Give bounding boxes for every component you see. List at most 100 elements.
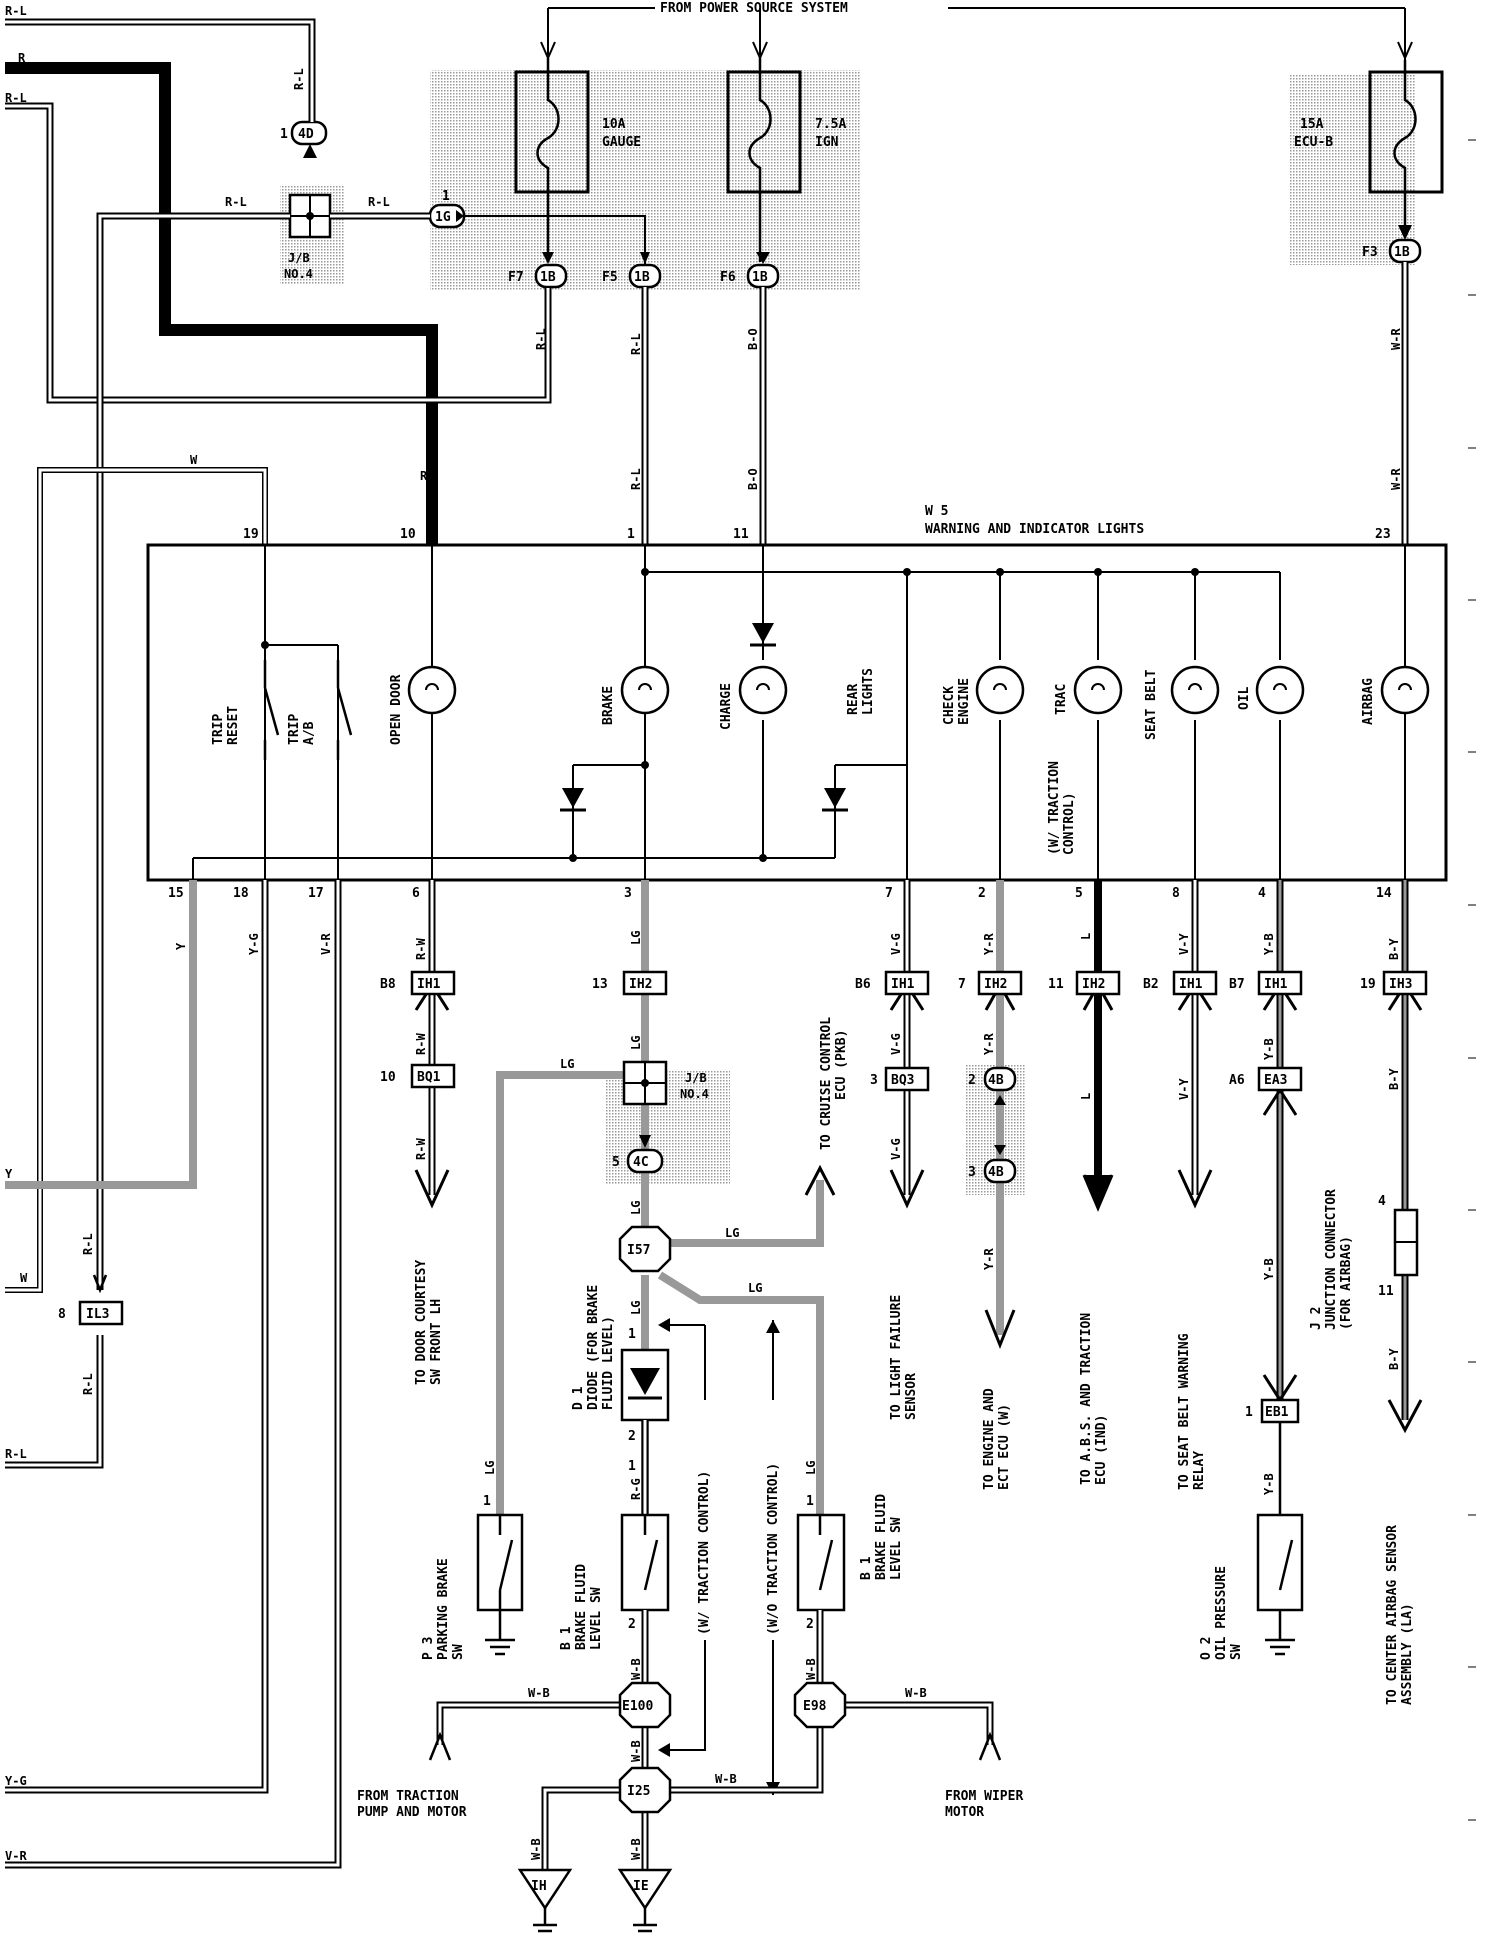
ih2-brake: IH2 xyxy=(629,977,652,992)
gnd-ie: IE xyxy=(633,1879,649,1894)
lamp-filaments xyxy=(425,683,1412,691)
pin-top-23: 23 xyxy=(1375,527,1391,542)
wire-yr-2: Y-R xyxy=(982,1033,996,1055)
fuse-gauge-rating: 10A xyxy=(602,117,626,132)
ih1-rear: IH1 xyxy=(891,977,915,992)
wire-wr-1: W-R xyxy=(1389,328,1403,350)
c1b-f7: 1B xyxy=(540,270,556,285)
wire-r-1: R xyxy=(18,51,26,65)
ih3: IH3 xyxy=(1389,977,1412,992)
label-open-door: OPEN DOOR xyxy=(389,674,404,745)
il3-label: IL3 xyxy=(86,1307,109,1322)
c4d: 4D xyxy=(298,127,314,142)
dest-light-2: SENSOR xyxy=(904,1373,919,1420)
pin-top-1: 1 xyxy=(627,527,635,542)
oil-label-1: O 2 xyxy=(1199,1637,1214,1660)
fuse-gauge: 10A GAUGE xyxy=(514,58,641,260)
wire-wr-2: W-R xyxy=(1389,468,1403,490)
w5-diodes xyxy=(560,623,848,812)
wire-lg-3: LG xyxy=(629,1201,643,1215)
pin-7: 7 xyxy=(958,977,966,992)
dest-abs-1: TO A.B.S. AND TRACTION xyxy=(1079,1313,1094,1485)
pin-top-10: 10 xyxy=(400,527,416,542)
wire-y-left: Y xyxy=(5,1167,13,1181)
wire-vr-1: V-R xyxy=(319,933,333,955)
dest-engine-1: TO ENGINE AND xyxy=(982,1388,997,1490)
wire-vy-2: V-Y xyxy=(1177,1078,1191,1100)
oil-label-3: SW xyxy=(1229,1644,1244,1660)
pin-b6: B6 xyxy=(855,977,871,992)
pb-label-3: SW xyxy=(451,1644,466,1660)
pin-eb1: 1 xyxy=(1245,1405,1253,1420)
wire-rl-2: R-L xyxy=(5,91,27,105)
wire-by-3: B-Y xyxy=(1387,1348,1401,1370)
bf1-label-1: B 1 xyxy=(559,1626,574,1650)
pin-b-3: 3 xyxy=(624,886,632,901)
wire-rl-il3: R-L xyxy=(81,1233,95,1255)
bf2-pin2: 2 xyxy=(806,1617,814,1632)
pb-pin: 1 xyxy=(483,1494,491,1509)
wire-wb-2: W-B xyxy=(905,1686,927,1700)
wire-l-2: L xyxy=(1079,1093,1093,1100)
jc-label-3: (FOR AIRBAG) xyxy=(1339,1236,1354,1330)
fuse-ign: 7.5A IGN xyxy=(726,58,846,262)
jb4-top: J/B NO.4 4D 1 1G 1 xyxy=(280,120,466,281)
c1g-pin: 1 xyxy=(442,189,450,204)
jb4-label-2: NO.4 xyxy=(284,267,313,281)
wire-wb-4: W-B xyxy=(629,1658,643,1680)
il3-pin: 8 xyxy=(58,1307,66,1322)
jb4-b-2: NO.4 xyxy=(680,1087,709,1101)
wire-vg-1: V-G xyxy=(889,933,903,955)
wire-lg-5: LG xyxy=(560,1057,574,1071)
wire-lg-6: LG xyxy=(725,1226,739,1240)
dest-wiper-1: FROM WIPER xyxy=(945,1789,1023,1804)
jb4-b-1: J/B xyxy=(685,1071,707,1085)
trac-annotations xyxy=(660,1320,774,1795)
jb4-label-1: J/B xyxy=(288,251,310,265)
wire-yb-4: Y-B xyxy=(1262,1473,1276,1495)
wire-wb-3: W-B xyxy=(715,1772,737,1786)
oil-pressure-sw: O 2 OIL PRESSURE SW xyxy=(1199,1513,1304,1660)
wire-vy-1: V-Y xyxy=(1177,933,1191,955)
wire-l-1: L xyxy=(1079,933,1093,940)
label-trip-ab-1: TRIP xyxy=(287,714,302,745)
pb-label-1: P 3 xyxy=(421,1637,436,1660)
pin-a6: A6 xyxy=(1229,1073,1245,1088)
bf1-pin2: 2 xyxy=(628,1617,636,1632)
wire-rl-3: R-L xyxy=(225,195,247,209)
pin-4b-2: 2 xyxy=(968,1073,976,1088)
label-brake: BRAKE xyxy=(601,686,616,725)
ih2-trac: IH2 xyxy=(1082,977,1105,992)
wire-vr-left: V-R xyxy=(5,1849,27,1863)
label-charge: CHARGE xyxy=(719,683,734,730)
lamp-seat-belt xyxy=(1170,665,1220,715)
c4c: 4C xyxy=(633,1155,649,1170)
c1g: 1G xyxy=(435,210,451,225)
dest-seat-2: RELAY xyxy=(1192,1451,1207,1490)
pin-b-14: 14 xyxy=(1376,886,1392,901)
wire-labels-left: Y W R-L Y-G V-R Y Y-G V-R R-L R-L xyxy=(5,933,333,1863)
bf2-pin1: 1 xyxy=(806,1494,814,1509)
pin-b-6: 6 xyxy=(412,886,420,901)
label-trip-reset-1: TRIP xyxy=(211,714,226,745)
fuse-ecub-name: ECU-B xyxy=(1294,135,1333,150)
brake-fluid-sw-2: 1 2 B 1 BRAKE FLUID LEVEL SW xyxy=(796,1494,904,1632)
wire-yb-3: Y-B xyxy=(1262,1258,1276,1280)
wire-r-2: R xyxy=(420,469,428,483)
pin-11: 11 xyxy=(1048,977,1064,992)
label-trip-reset-2: RESET xyxy=(226,706,241,745)
pin-b-18: 18 xyxy=(233,886,249,901)
fuse-ecub: 15A ECU-B xyxy=(1294,60,1444,240)
oil-label-2: OIL PRESSURE xyxy=(1214,1566,1229,1660)
ground-wiring xyxy=(436,1610,994,1870)
wire-lg-7: LG xyxy=(748,1281,762,1295)
bf1-label-3: LEVEL SW xyxy=(589,1587,604,1650)
c4d-pin: 1 xyxy=(280,127,288,142)
label-check-2: ENGINE xyxy=(957,678,972,725)
pin-f3: F3 xyxy=(1362,245,1378,260)
lamp-trac xyxy=(1073,665,1123,715)
bf2-label-2: BRAKE FLUID xyxy=(874,1494,889,1580)
wire-wb-6: W-B xyxy=(629,1740,643,1762)
pin-top-11: 11 xyxy=(733,527,749,542)
label-rear-2: LIGHTS xyxy=(861,668,876,715)
